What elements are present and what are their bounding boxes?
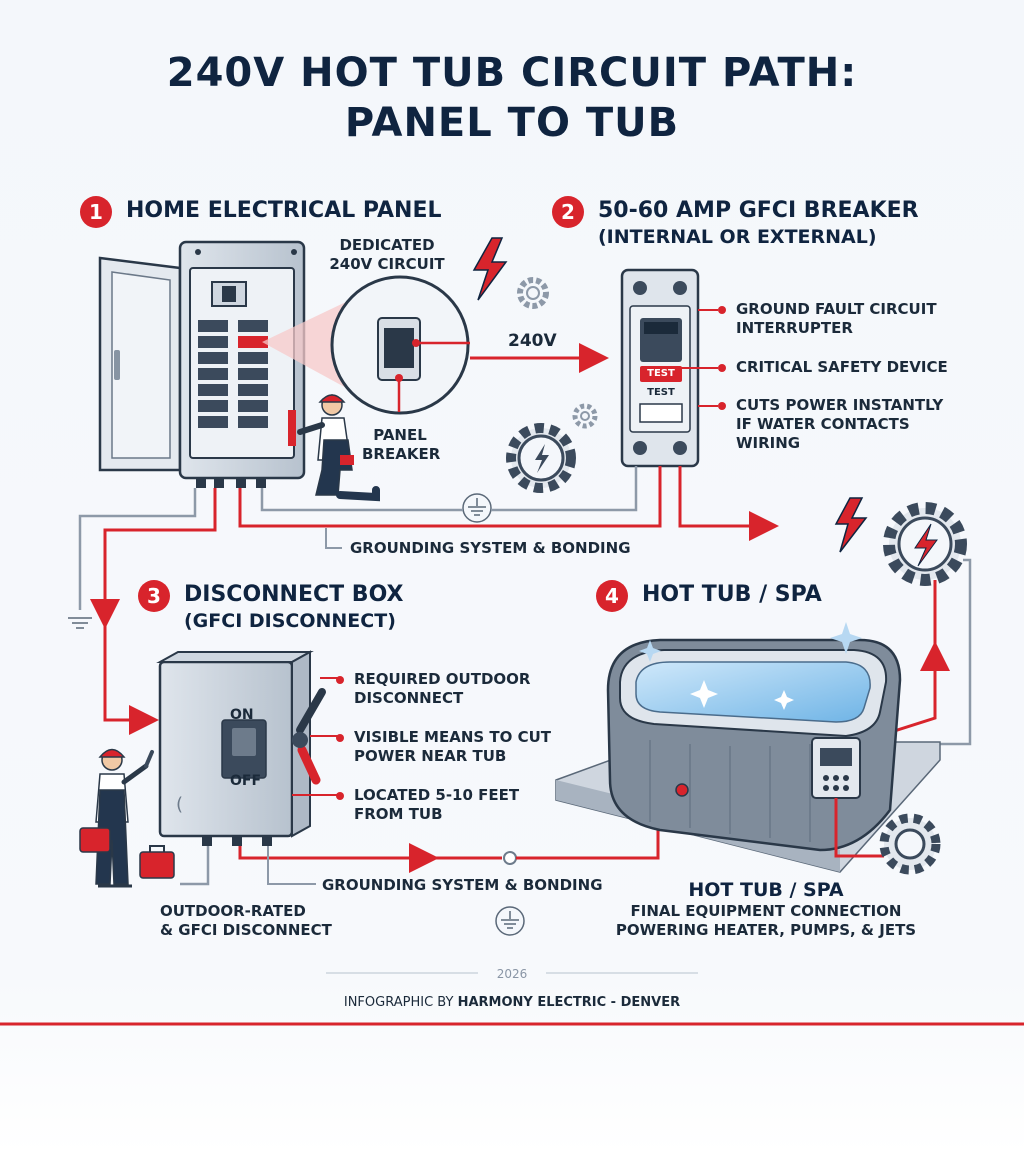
bullet-dot [336, 676, 344, 684]
disconnect-bullet: REQUIRED OUTDOOR DISCONNECT [336, 670, 546, 708]
test-label: TEST [647, 387, 675, 398]
gear-bolt-icon [883, 502, 967, 586]
gear-icon [517, 277, 549, 309]
disconnect-box-device: ( [156, 650, 340, 846]
caption-line: OUTDOOR-RATED [160, 902, 306, 920]
grounding-label: GROUNDING SYSTEM & BONDING [322, 876, 603, 894]
grounding-label: GROUNDING SYSTEM & BONDING [350, 539, 631, 557]
disconnect-bullet: LOCATED 5-10 FEET FROM TUB [336, 786, 546, 824]
title-line-1: 240V HOT TUB CIRCUIT PATH: [166, 50, 858, 96]
footer-year: 2026 [496, 967, 528, 981]
section-4-header: 4 HOT TUB / SPA [596, 580, 822, 612]
tub-caption-title: HOT TUB / SPA [688, 879, 844, 901]
page-title: 240V HOT TUB CIRCUIT PATH: PANEL TO TUB [0, 48, 1024, 148]
section-subtitle: (GFCI DISCONNECT) [184, 610, 396, 632]
electrician-figure [288, 394, 380, 502]
breaker-rows [198, 320, 268, 428]
caption-line: POWERING HEATER, PUMPS, & JETS [615, 921, 917, 939]
bullet-text: LOCATED 5-10 FEET FROM TUB [354, 786, 520, 823]
section-subtitle: (INTERNAL OR EXTERNAL) [598, 226, 877, 248]
gear-icon [879, 813, 941, 875]
section-number-badge: 1 [80, 196, 112, 228]
technician-figure [79, 748, 175, 888]
panel-breaker-zoom [330, 275, 470, 415]
section-title: 50-60 AMP GFCI BREAKER [598, 198, 919, 223]
section-2-header: 2 50-60 AMP GFCI BREAKER (INTERNAL OR EX… [552, 196, 919, 250]
bullet-text: CUTS POWER INSTANTLY IF WATER CONTACTS W… [736, 396, 944, 452]
bullet-dot [336, 792, 344, 800]
gear-bolt-icon [506, 423, 576, 493]
section-3-header: 3 DISCONNECT BOX (GFCI DISCONNECT) [138, 580, 404, 634]
gfci-bullet: CUTS POWER INSTANTLY IF WATER CONTACTS W… [718, 396, 978, 453]
bullet-dot [718, 402, 726, 410]
gear-icon [572, 403, 598, 429]
electrical-panel [98, 240, 306, 488]
credit-name: HARMONY ELECTRIC - DENVER [457, 995, 681, 1010]
disconnect-bullet: VISIBLE MEANS TO CUT POWER NEAR TUB [336, 728, 556, 766]
footer-credit: INFOGRAPHIC BY HARMONY ELECTRIC - DENVER [0, 995, 1024, 1010]
ground-symbol [495, 906, 525, 936]
caption-line: FINAL EQUIPMENT CONNECTION [630, 902, 902, 920]
bullet-text: REQUIRED OUTDOOR DISCONNECT [354, 670, 531, 707]
lightning-icon [834, 497, 868, 553]
gfci-bullet: GROUND FAULT CIRCUIT INTERRUPTER [718, 300, 978, 338]
section-title: DISCONNECT BOX [184, 582, 404, 607]
dedicated-circuit-label: DEDICATED 240V CIRCUIT [329, 236, 445, 273]
ground-symbol [462, 493, 492, 523]
svg-text:(: ( [176, 794, 183, 815]
gfci-bullet: CRITICAL SAFETY DEVICE [718, 358, 978, 377]
bullet-text: GROUND FAULT CIRCUIT INTERRUPTER [736, 300, 937, 337]
section-number-badge: 2 [552, 196, 584, 228]
section-number-badge: 3 [138, 580, 170, 612]
voltage-label: 240V [508, 331, 557, 351]
test-button[interactable]: TEST [640, 366, 682, 382]
section-1-header: 1 HOME ELECTRICAL PANEL [80, 196, 442, 228]
hot-tub-graphic [555, 622, 941, 873]
section-number-badge: 4 [596, 580, 628, 612]
switch-on-label: ON [230, 707, 254, 723]
tub-caption: HOT TUB / SPA FINAL EQUIPMENT CONNECTION… [596, 878, 936, 940]
ground-symbol [68, 617, 92, 629]
bullet-dot [718, 364, 726, 372]
section-title: HOME ELECTRICAL PANEL [126, 198, 442, 223]
title-line-2: PANEL TO TUB [344, 100, 680, 146]
lightning-icon [472, 237, 508, 301]
caption-line: & GFCI DISCONNECT [160, 921, 332, 939]
bullet-text: VISIBLE MEANS TO CUT POWER NEAR TUB [354, 728, 552, 765]
bullet-dot [336, 734, 344, 742]
section-title: HOT TUB / SPA [642, 582, 822, 607]
bullet-dot [718, 306, 726, 314]
disconnect-caption: OUTDOOR-RATED & GFCI DISCONNECT [160, 902, 332, 940]
switch-off-label: OFF [230, 773, 262, 789]
panel-breaker-label: PANEL BREAKER [362, 426, 441, 463]
credit-prefix: INFOGRAPHIC BY [343, 995, 458, 1010]
bullet-text: CRITICAL SAFETY DEVICE [736, 358, 948, 376]
